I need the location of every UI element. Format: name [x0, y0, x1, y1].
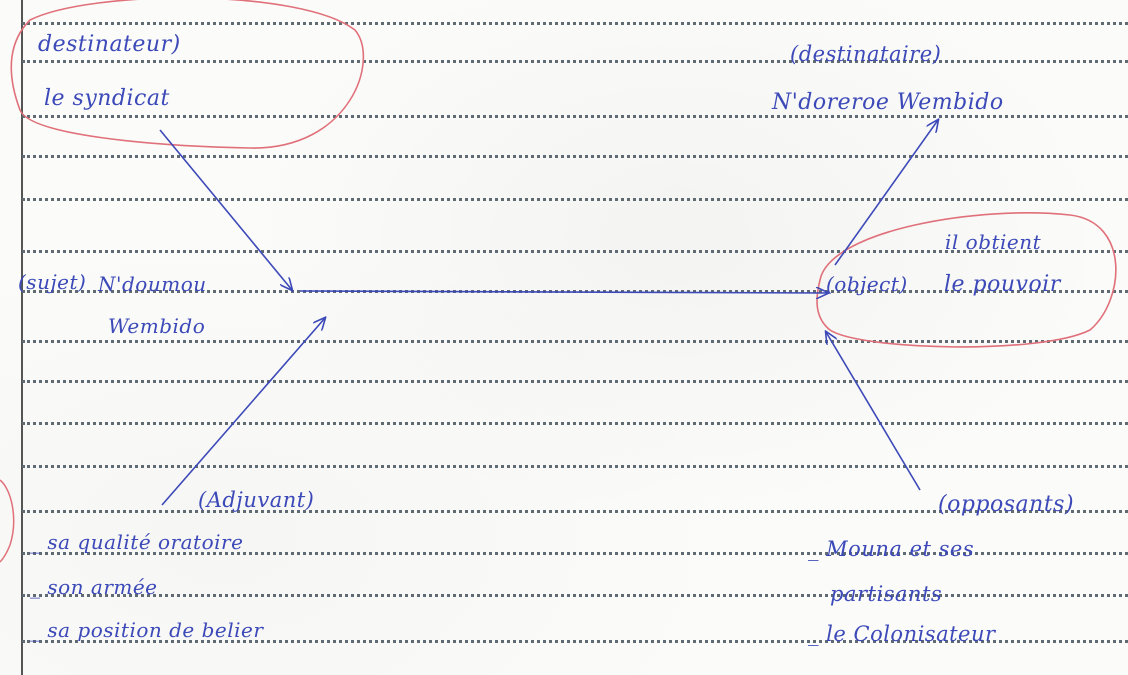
helper-to-subject-arrow: [161, 318, 325, 506]
helper-role: (Adjuvant): [198, 488, 315, 512]
ruled-line: [22, 422, 1128, 425]
ruled-line: [22, 250, 1128, 253]
helper-item: _ sa position de belier: [30, 618, 264, 642]
opponent-item: partisants: [830, 582, 943, 606]
sender-role: destinateur): [38, 32, 181, 57]
ruled-line: [22, 22, 1128, 25]
ruled-line: [22, 380, 1128, 383]
subject-role: (sujet): [18, 270, 87, 294]
edge-arc: [0, 479, 15, 563]
helper-item: _ sa qualité oratoire: [30, 530, 244, 554]
ruled-line: [22, 198, 1128, 201]
ruled-line: [22, 465, 1128, 468]
ruled-line: [22, 155, 1128, 158]
receiver-role: (destinataire): [790, 42, 942, 66]
ruled-line: [22, 115, 1128, 118]
sender-value: le syndicat: [44, 86, 170, 111]
ruled-line: [22, 510, 1128, 513]
opponent-role: (opposants): [938, 492, 1075, 517]
margin-rule: [21, 0, 23, 675]
subject-value-line1: N'doumou: [98, 272, 207, 296]
ruled-line: [22, 552, 1128, 555]
ruled-line: [22, 594, 1128, 597]
opponent-item: _ le Colonisateur: [808, 622, 996, 646]
receiver-value: N'doreroe Wembido: [772, 90, 1004, 115]
sender-to-subject-arrow: [159, 129, 292, 290]
object-value: le pouvoir: [944, 272, 1061, 297]
ruled-line: [22, 60, 1128, 63]
opponent-item: _ Mouna et ses: [808, 537, 975, 561]
subject-value-line2: Wembido: [108, 314, 206, 338]
helper-item: _ son armée: [30, 575, 158, 599]
object-to-receiver-arrow: [834, 120, 938, 266]
ruled-line: [22, 640, 1128, 643]
object-role: (object): [826, 272, 908, 296]
ruled-line: [22, 340, 1128, 343]
object-note: il obtient: [945, 230, 1042, 254]
